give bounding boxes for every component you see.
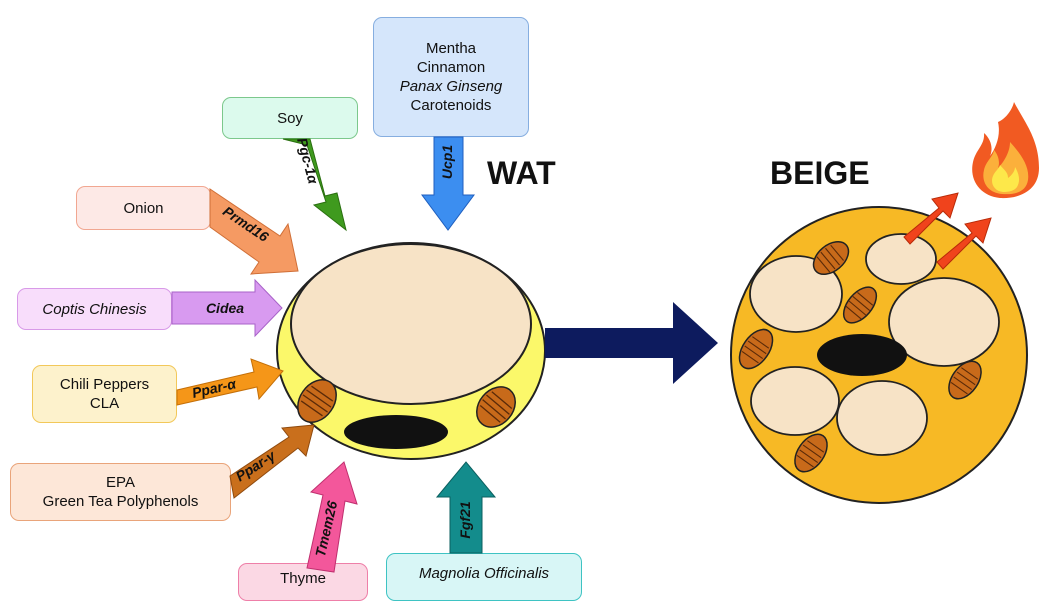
thyme-label: Thyme <box>280 569 326 587</box>
green-tea-polyphenols-label: Green Tea Polyphenols <box>42 493 199 510</box>
thyme-box: Thyme <box>238 563 368 601</box>
magnolia-officinalis-label: Magnolia Officinalis <box>418 564 550 582</box>
soy-label: Soy <box>277 109 303 127</box>
wat-label: WAT <box>487 155 556 191</box>
mentha-cinnamon-box: Mentha Cinnamon Panax Ginseng Carotenoid… <box>373 17 529 137</box>
pgc-1a-label: Pgc-1α <box>294 136 322 187</box>
flame-icon <box>972 102 1039 199</box>
epa-label: EPA <box>106 474 135 491</box>
ppar-gamma-arrow <box>229 424 315 499</box>
pgc-1a-arrow <box>282 138 347 232</box>
tmem26-label: Tmem26 <box>312 499 340 558</box>
heat-arrows <box>903 192 992 270</box>
main-arrow <box>545 302 718 384</box>
chili-cla-box: Chili Peppers CLA <box>32 365 177 423</box>
cidea-arrow <box>171 278 283 338</box>
onion-label: Onion <box>123 199 164 217</box>
wat-nucleus <box>344 415 448 449</box>
beige-nucleus <box>817 334 907 376</box>
cinnamon-label: Cinnamon <box>416 59 486 76</box>
beige-label: BEIGE <box>770 155 870 191</box>
soy-box: Soy <box>222 97 358 139</box>
onion-box: Onion <box>76 186 211 230</box>
prmd16-arrow <box>209 188 299 275</box>
ucp1-arrow <box>421 136 475 231</box>
wat-adipocyte <box>276 242 546 460</box>
cla-label: CLA <box>89 395 120 412</box>
wat-mitochondrion-right <box>476 386 516 428</box>
beige-mitochondria <box>738 240 982 473</box>
carotenoids-label: Carotenoids <box>410 97 492 114</box>
coptis-chinesis-box: Coptis Chinesis <box>17 288 172 330</box>
ppar-alpha-label: Ppar-α <box>190 375 238 401</box>
mentha-label: Mentha <box>425 40 477 57</box>
magnolia-officinalis-box: Magnolia Officinalis <box>386 553 582 601</box>
ppar-gamma-label: Ppar-γ <box>233 447 279 485</box>
ucp1-label: Ucp1 <box>439 145 455 179</box>
coptis-chinesis-label: Coptis Chinesis <box>42 300 147 318</box>
wat-mitochondrion-left <box>297 379 337 423</box>
fgf21-arrow <box>435 461 497 554</box>
ppar-alpha-arrow <box>176 358 284 406</box>
epa-green-tea-box: EPA Green Tea Polyphenols <box>10 463 231 521</box>
fgf21-label: Fgf21 <box>457 501 473 539</box>
cidea-label: Cidea <box>206 300 244 316</box>
tmem26-arrow <box>306 461 358 573</box>
panax-ginseng-label: Panax Ginseng <box>399 78 503 95</box>
beige-adipocyte <box>730 206 1028 504</box>
chili-peppers-label: Chili Peppers <box>59 376 150 393</box>
prmd16-label: Prmd16 <box>220 203 272 245</box>
